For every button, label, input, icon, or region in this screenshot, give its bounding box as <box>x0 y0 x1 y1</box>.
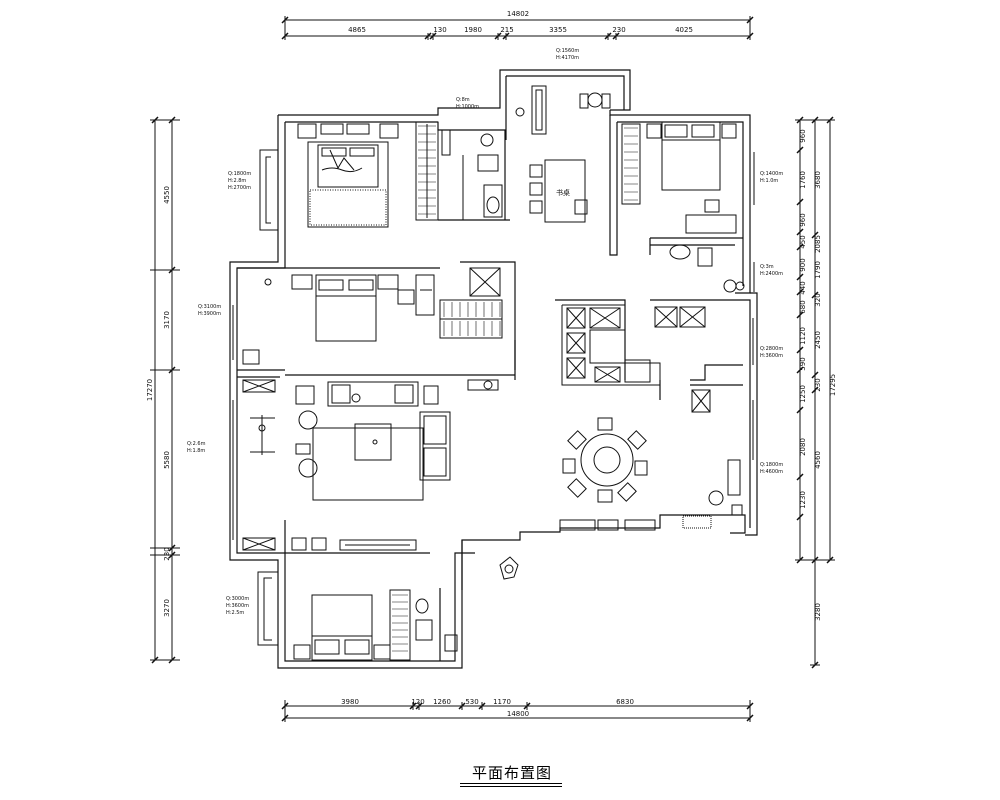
label-bed-sw-3: H:2.5m <box>226 610 244 616</box>
dim-left-seg-4: 3270 <box>163 599 171 617</box>
dim-top-seg-0: 4865 <box>348 26 366 34</box>
dim-bottom-seg-4: 1170 <box>493 698 511 706</box>
label-master-bath-1: Q:8m <box>456 97 470 103</box>
label-master-bed-3: H:2700m <box>228 185 251 191</box>
dim-bottom-seg-2: 1260 <box>433 698 451 706</box>
dim-right-inner-10: 2080 <box>799 438 807 456</box>
sw-bed <box>293 589 411 661</box>
label-bed-sw-1: Q:3000m <box>226 596 249 602</box>
living-cabinet-south <box>291 537 417 551</box>
dim-bottom-total: 14800 <box>507 710 529 718</box>
dim-right-inner-4: 900 <box>799 258 807 271</box>
desk-label: 书桌 <box>556 188 570 197</box>
label-kitchen-1: Q:2800m <box>760 346 783 352</box>
master-bed <box>307 141 389 228</box>
dim-top-seg-1: 130 <box>433 26 446 34</box>
label-bed-west-2: H:3900m <box>198 311 221 317</box>
label-living-2: H:1.8m <box>187 448 205 454</box>
label-bath-ne-2: H:2400m <box>760 271 783 277</box>
dimension-right <box>795 116 835 669</box>
west-bed <box>291 274 435 342</box>
dim-right-outer-0: 3680 <box>814 171 822 189</box>
label-master-bed-1: Q:1800m <box>228 171 251 177</box>
dim-right-inner-9: 1250 <box>799 385 807 403</box>
dim-bottom-seg-5: 6830 <box>616 698 634 706</box>
study-desk: 书桌 <box>529 159 588 223</box>
label-kitchen-2: H:3600m <box>760 353 783 359</box>
tv-wall <box>242 349 276 551</box>
master-bedroom-cabinets <box>297 121 439 221</box>
dimension-left <box>150 116 180 664</box>
dim-right-inner-1: 1760 <box>799 171 807 189</box>
dim-left-seg-2: 5580 <box>163 451 171 469</box>
dim-bottom-seg-0: 3980 <box>341 698 359 706</box>
dim-right-outer-4: 3280 <box>814 603 822 621</box>
dim-right-small-0: 2085 <box>814 235 822 253</box>
west-wardrobe <box>439 267 503 339</box>
dim-top-seg-6: 4025 <box>675 26 693 34</box>
ne-bed <box>646 121 737 191</box>
dimension-top <box>281 16 754 40</box>
dim-right-inner-5: 440 <box>799 281 807 294</box>
label-balcony-2: H:4170m <box>556 55 579 61</box>
dining-table <box>562 417 648 503</box>
dim-right-outer-1: 1790 <box>814 261 822 279</box>
entry-plant <box>499 556 519 580</box>
living-sofa-set <box>295 379 499 501</box>
label-master-bath-2: H:1000m <box>456 104 479 110</box>
ne-bath-fixtures <box>669 244 737 293</box>
master-bath-fixtures <box>441 129 503 220</box>
label-dining-1: Q:1800m <box>760 462 783 468</box>
dim-top-seg-5: 230 <box>612 26 625 34</box>
dim-top-seg-2: 1980 <box>464 26 482 34</box>
dim-right-inner-7: 1120 <box>799 327 807 345</box>
label-bed-ne-2: H:1.0m <box>760 178 778 184</box>
label-living-1: Q:2.6m <box>187 441 206 447</box>
ne-desk <box>685 199 737 234</box>
dim-left-seg-3: 230 <box>163 547 171 560</box>
dim-right-inner-3: 450 <box>799 235 807 248</box>
sw-bath-fixtures <box>415 598 458 652</box>
dim-right-total: 17295 <box>829 374 837 396</box>
dim-right-inner-0: 960 <box>799 129 807 142</box>
label-bath-ne-1: Q:3m <box>760 264 774 270</box>
label-bed-west-1: Q:3100m <box>198 304 221 310</box>
dim-top-seg-4: 3355 <box>549 26 567 34</box>
dim-bottom-seg-1: 120 <box>411 698 424 706</box>
title-underline-double <box>460 786 562 787</box>
balcony-furniture <box>515 85 611 135</box>
windows <box>229 149 755 646</box>
dim-left-seg-0: 4550 <box>163 186 171 204</box>
dim-right-outer-3: 4560 <box>814 451 822 469</box>
walls <box>229 69 758 669</box>
dim-right-inner-11: 1230 <box>799 491 807 509</box>
plants <box>264 278 745 390</box>
dim-left-total: 17270 <box>146 379 154 401</box>
plan-title: 平面布置图 <box>471 764 552 782</box>
dim-right-small-1: 320 <box>814 293 822 306</box>
dim-top-seg-3: 215 <box>500 26 513 34</box>
label-master-bed-2: H:2.8m <box>228 178 246 184</box>
label-bed-sw-2: H:3600m <box>226 603 249 609</box>
dimension-bottom <box>281 700 754 722</box>
dim-right-inner-2: 960 <box>799 213 807 226</box>
dim-right-outer-2: 2450 <box>814 331 822 349</box>
label-dining-2: H:4600m <box>760 469 783 475</box>
title-underline <box>460 783 562 784</box>
label-bed-ne-1: Q:1400m <box>760 171 783 177</box>
south-counter <box>559 459 743 531</box>
dim-top-total: 14802 <box>507 10 529 18</box>
dim-bottom-seg-3: 530 <box>465 698 478 706</box>
dim-right-small-2: 230 <box>814 378 822 391</box>
label-balcony-1: Q:1560m <box>556 48 579 54</box>
dim-right-inner-8: 590 <box>799 357 807 370</box>
dim-left-seg-1: 3170 <box>163 311 171 329</box>
ne-wardrobe <box>621 123 641 205</box>
kitchen-counters <box>561 304 711 413</box>
dim-right-inner-6: 680 <box>799 300 807 313</box>
